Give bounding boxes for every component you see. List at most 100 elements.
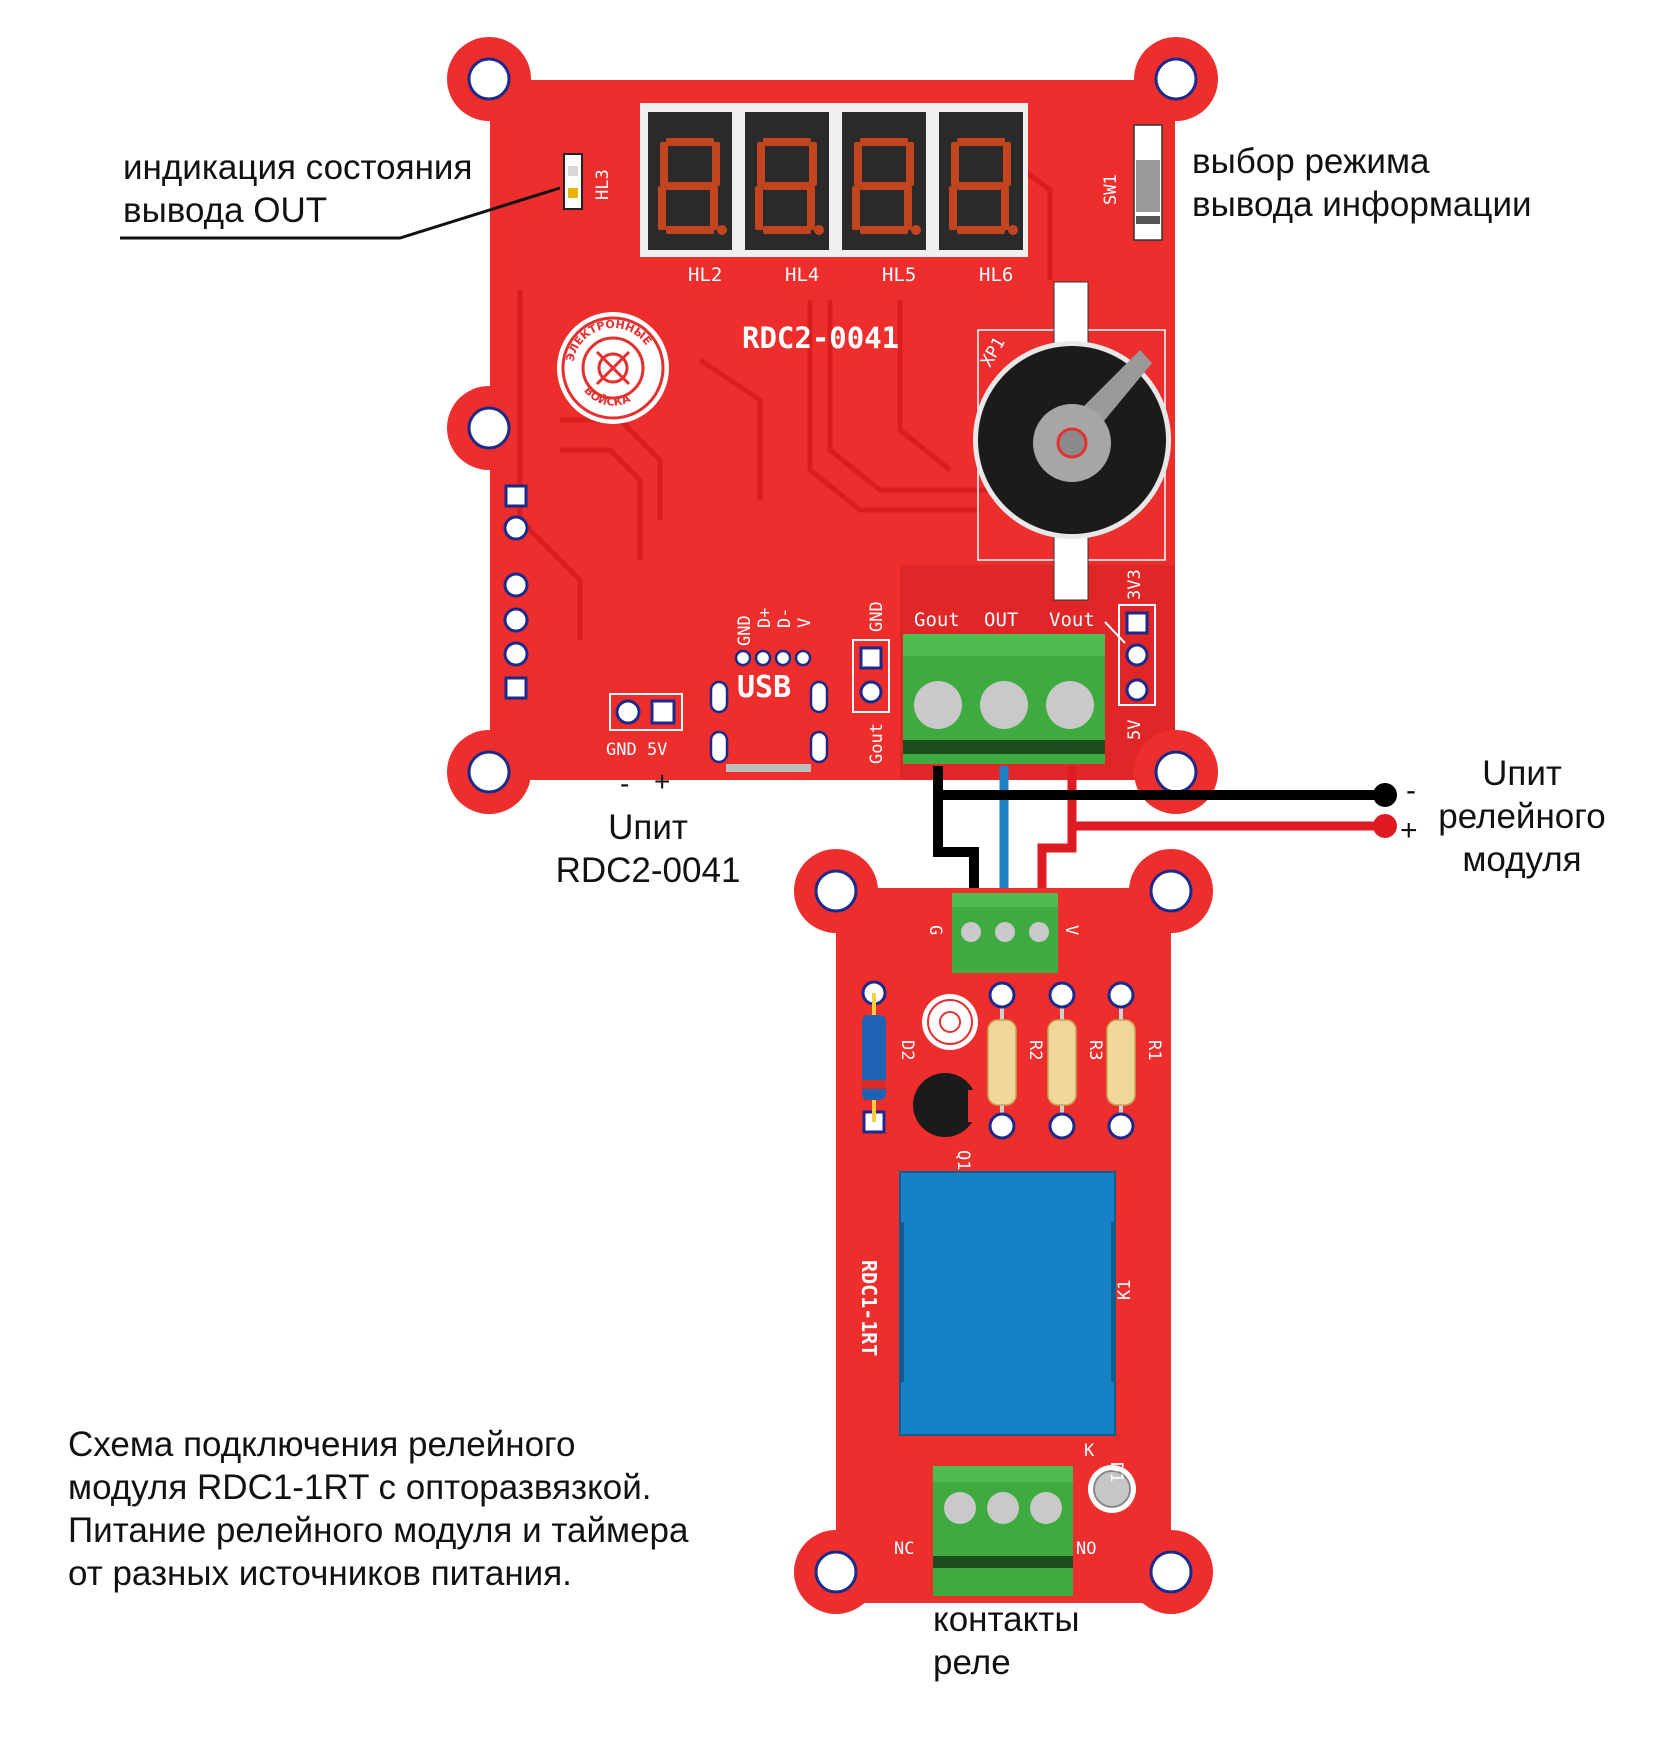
gout-header: GND Gout (852, 601, 890, 764)
resistor-ref-r2: R2 (1025, 1040, 1045, 1060)
relay-nc-label: NC (894, 1539, 914, 1559)
resistor-ref-r1: R1 (1144, 1040, 1164, 1060)
resistor-r1: R1 (1106, 981, 1164, 1140)
wire-minus-label: - (1406, 774, 1416, 807)
relay-logo-seal (922, 994, 978, 1050)
digit-segment (860, 226, 908, 234)
potentiometer[interactable]: XP1 (973, 281, 1171, 601)
digit-segment (763, 226, 811, 234)
relay-terminal-v: V (1061, 925, 1081, 935)
resistors: R2 R3 R1 (987, 981, 1164, 1140)
display-ref-hl6: HL6 (979, 264, 1013, 286)
usb-pin-dplus: D+ (755, 608, 775, 628)
gnd-label-vertical: GND (867, 601, 887, 632)
digit-decimal-point (814, 225, 824, 235)
digit-segment (906, 142, 914, 186)
digit-decimal-point (1008, 225, 1018, 235)
relay-k1: K1 (899, 1171, 1135, 1436)
timer-power-pads: GND 5V (606, 693, 683, 760)
digit-segment (860, 138, 908, 146)
diode-ref-d2: D2 (897, 1040, 917, 1060)
digit-segment (757, 142, 765, 186)
usb-label: USB (737, 670, 791, 705)
out-indicator-leader (120, 186, 561, 240)
out-status-led: HL3 (563, 153, 613, 210)
gout-label-vertical: Gout (867, 723, 887, 764)
digit-segment (1001, 186, 1009, 230)
led-d1: K D1 (1084, 1441, 1136, 1513)
timer-output-terminal (903, 634, 1105, 764)
mount-hole (467, 406, 511, 450)
display-digit (745, 112, 829, 250)
digit-segment (904, 186, 912, 230)
digit-segment (712, 142, 720, 186)
digit-segment (658, 186, 666, 230)
digit-segment (949, 186, 957, 230)
logo-seal: ЭЛЕКТРОННЫЕ ВОЙСКА (557, 312, 669, 424)
timer-board: HL2 HL4 HL5 HL6 HL3 SW1 RDC2-0041 (447, 37, 1218, 814)
display-ref-hl2: HL2 (688, 264, 722, 286)
resistor-r2: R2 (987, 981, 1045, 1140)
digit-segment (666, 138, 714, 146)
display-ref-hl4: HL4 (785, 264, 819, 286)
resistor-r3: R3 (1047, 981, 1105, 1140)
digit-segment (809, 142, 817, 186)
digit-segment (957, 138, 1005, 146)
timer-power-plus: + (654, 766, 671, 797)
wire-red-relay (1037, 826, 1077, 905)
terminal-label-vout: Vout (1049, 609, 1095, 631)
display-digit (648, 112, 732, 250)
led-ref-d1: D1 (1106, 1462, 1126, 1482)
digit-segment (666, 226, 714, 234)
relay-ref-k1: K1 (1115, 1280, 1135, 1300)
out-indicator-annotation: индикация состояния вывода OUT (123, 148, 473, 230)
transistor-ref-q1: Q1 (953, 1150, 973, 1170)
left-edge-pads (503, 484, 529, 700)
relay-power-annotation: Uпит релейного модуля (1438, 754, 1606, 879)
relay-board-name: RDC1-1RT (857, 1260, 881, 1356)
digit-segment (854, 142, 862, 186)
wire-black-relay (933, 795, 979, 905)
mode-switch[interactable]: SW1 (1101, 124, 1163, 241)
terminal-label-gout: Gout (914, 609, 960, 631)
digit-decimal-point (717, 225, 727, 235)
relay-mount-hole (1149, 869, 1193, 913)
mount-hole (1154, 57, 1198, 101)
mount-hole (467, 57, 511, 101)
relay-mount-hole (814, 1550, 858, 1594)
terminal-label-out: OUT (984, 609, 1018, 631)
resistor-ref-r3: R3 (1085, 1040, 1105, 1060)
wires: - + (933, 766, 1418, 905)
wire-black-terminal (1373, 783, 1397, 807)
voltage-jumper[interactable]: 3V3 5V (1118, 569, 1156, 740)
display-ref-hl5: HL5 (882, 264, 916, 286)
diode-d2: D2 (861, 980, 917, 1134)
digit-segment (957, 182, 1005, 190)
timer-board-name: RDC2-0041 (742, 321, 899, 355)
digit-segment (660, 142, 668, 186)
digit-segment (763, 182, 811, 190)
seven-segment-display (640, 103, 1028, 257)
digit-segment (860, 182, 908, 190)
wire-plus-label: + (1400, 814, 1418, 847)
usb-pin-gnd: GND (735, 615, 755, 646)
digit-segment (852, 186, 860, 230)
mount-hole (467, 750, 511, 794)
digit-segment (951, 142, 959, 186)
digit-segment (710, 186, 718, 230)
relay-board: G V D2 Q1 (794, 849, 1213, 1614)
jumper-label-3v3: 3V3 (1125, 569, 1145, 600)
relay-no-label: NO (1076, 1539, 1096, 1559)
digit-segment (763, 138, 811, 146)
usb-connector: GND D+ D- V USB (709, 608, 829, 772)
timer-power-minus: - (620, 768, 630, 799)
power-pins-label: GND 5V (606, 740, 667, 760)
relay-mount-hole (814, 869, 858, 913)
transistor-q1: Q1 (913, 1073, 980, 1170)
wire-red-terminal (1373, 814, 1397, 838)
digit-segment (666, 182, 714, 190)
switch-ref-sw1: SW1 (1101, 174, 1121, 205)
diagram-caption: Схема подключения релейного модуля RDC1-… (68, 1425, 689, 1593)
digit-segment (957, 226, 1005, 234)
display-digit (842, 112, 926, 250)
